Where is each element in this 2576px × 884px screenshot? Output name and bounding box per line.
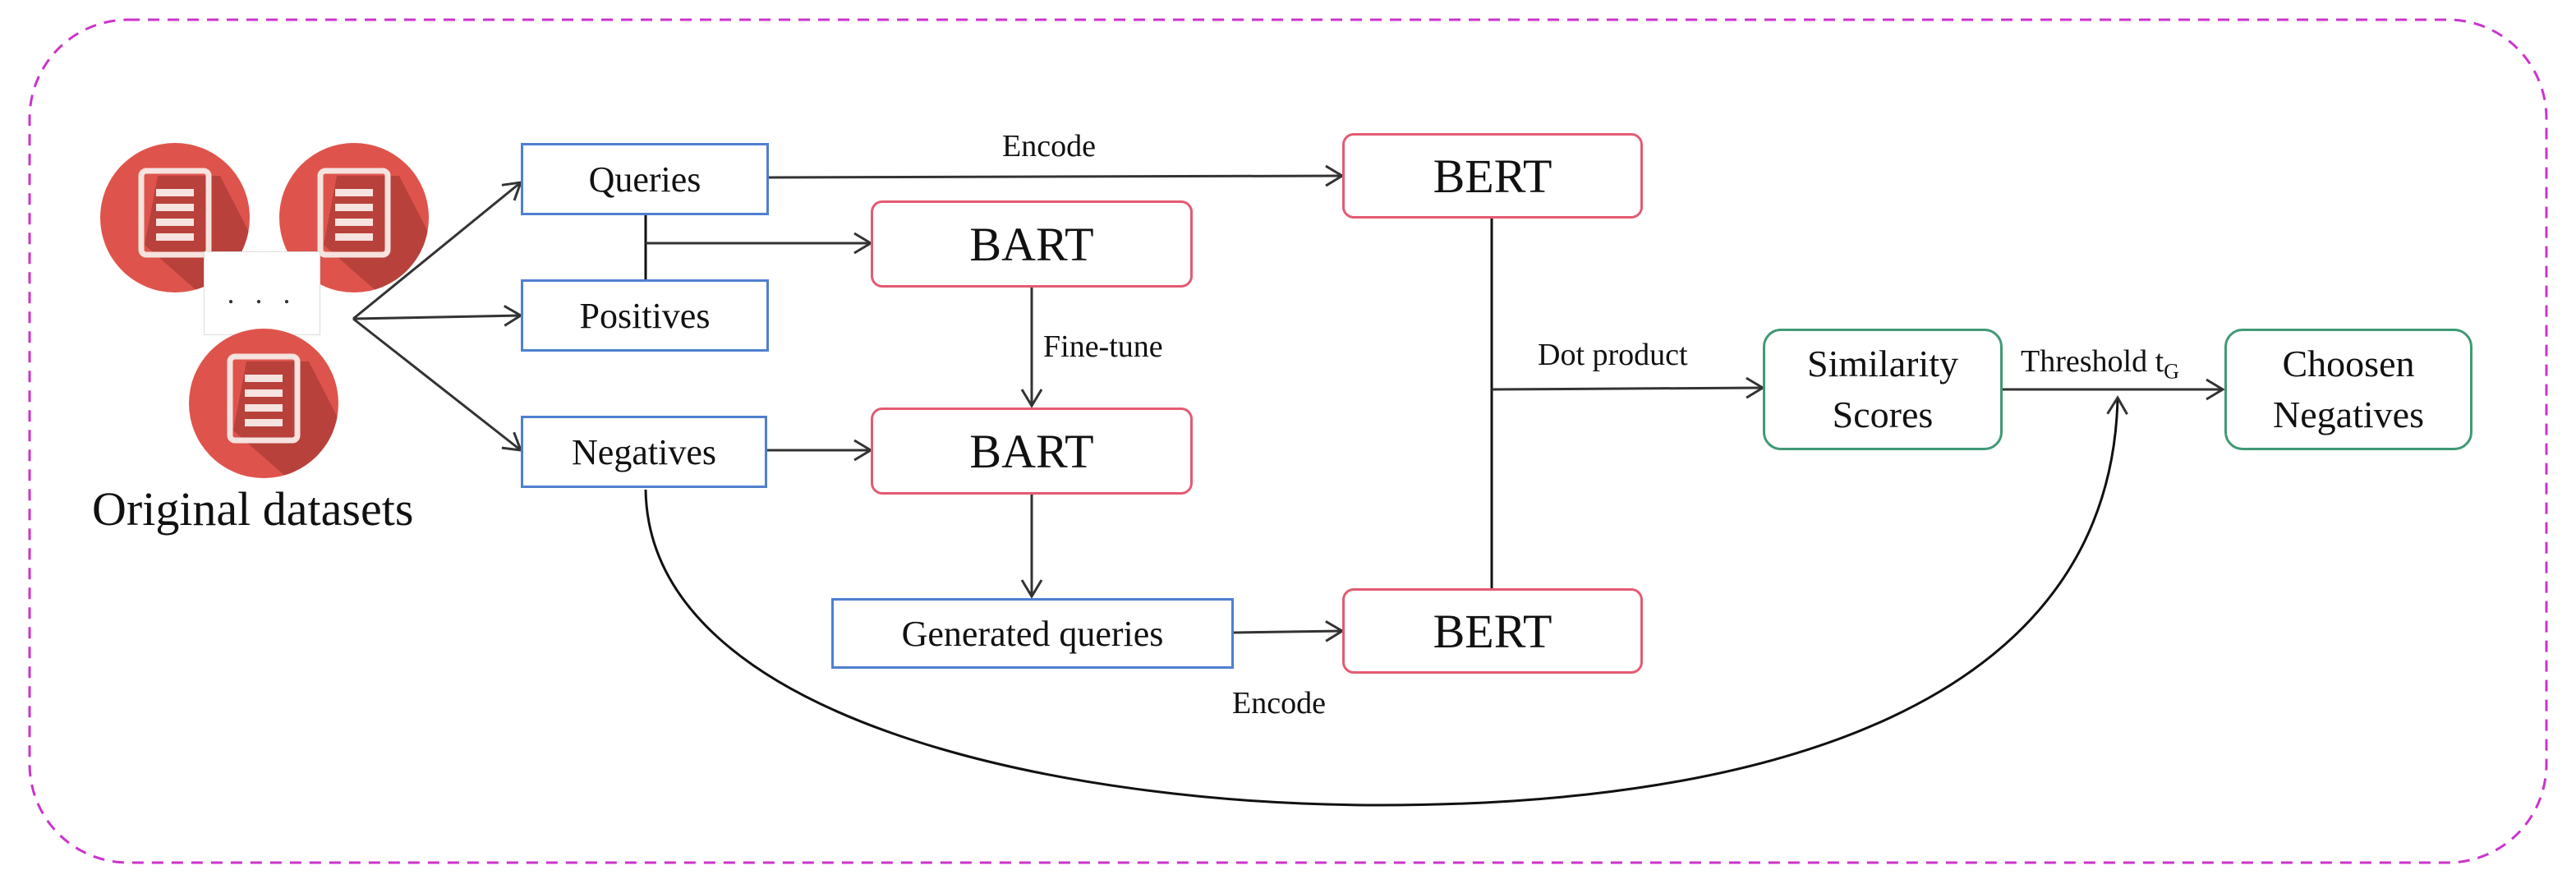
similarity-line1: Similarity: [1807, 343, 1958, 384]
encode-top-label: Encode: [1002, 129, 1096, 163]
arrow-negatives-curve: [644, 395, 2128, 807]
threshold-label: Threshold tG: [2021, 343, 2179, 384]
arrow-datasets-to-negatives: [352, 317, 523, 452]
dataset-document-icon: [189, 329, 338, 478]
similarity-line2: Scores: [1832, 394, 1934, 435]
chosen-line2: Negatives: [2273, 394, 2424, 435]
arrow-dot-product: [1491, 376, 1765, 399]
threshold-text: Threshold t: [2021, 344, 2164, 379]
bert-top-node: BERT: [1342, 133, 1643, 219]
outer-frame: [28, 18, 2548, 864]
bart-mid-node: BART: [871, 407, 1193, 495]
dataset-ellipsis: . . .: [204, 251, 320, 335]
queries-node: Queries: [521, 143, 769, 215]
arrow-generated-to-bert: [1233, 620, 1345, 642]
generated-queries-node: Generated queries: [831, 598, 1234, 669]
encode-bottom-label: Encode: [1232, 686, 1326, 721]
bart-top-node: BART: [871, 200, 1193, 288]
negatives-node: Negatives: [521, 416, 767, 488]
chosen-negatives-node: Choosen Negatives: [2224, 329, 2472, 450]
threshold-subscript: G: [2164, 359, 2179, 384]
bert-bottom-node: BERT: [1342, 588, 1643, 674]
similarity-scores-node: Similarity Scores: [1763, 329, 2003, 450]
arrow-datasets-to-queries: [352, 181, 523, 320]
chosen-line1: Choosen: [2282, 343, 2415, 384]
arrow-queries-to-bert: [768, 164, 1345, 187]
positives-node: Positives: [521, 279, 769, 352]
arrow-datasets-to-positives: [352, 305, 523, 327]
fine-tune-label: Fine-tune: [1043, 329, 1163, 364]
dot-product-label: Dot product: [1538, 338, 1688, 372]
original-datasets-label: Original datasets: [92, 482, 414, 536]
